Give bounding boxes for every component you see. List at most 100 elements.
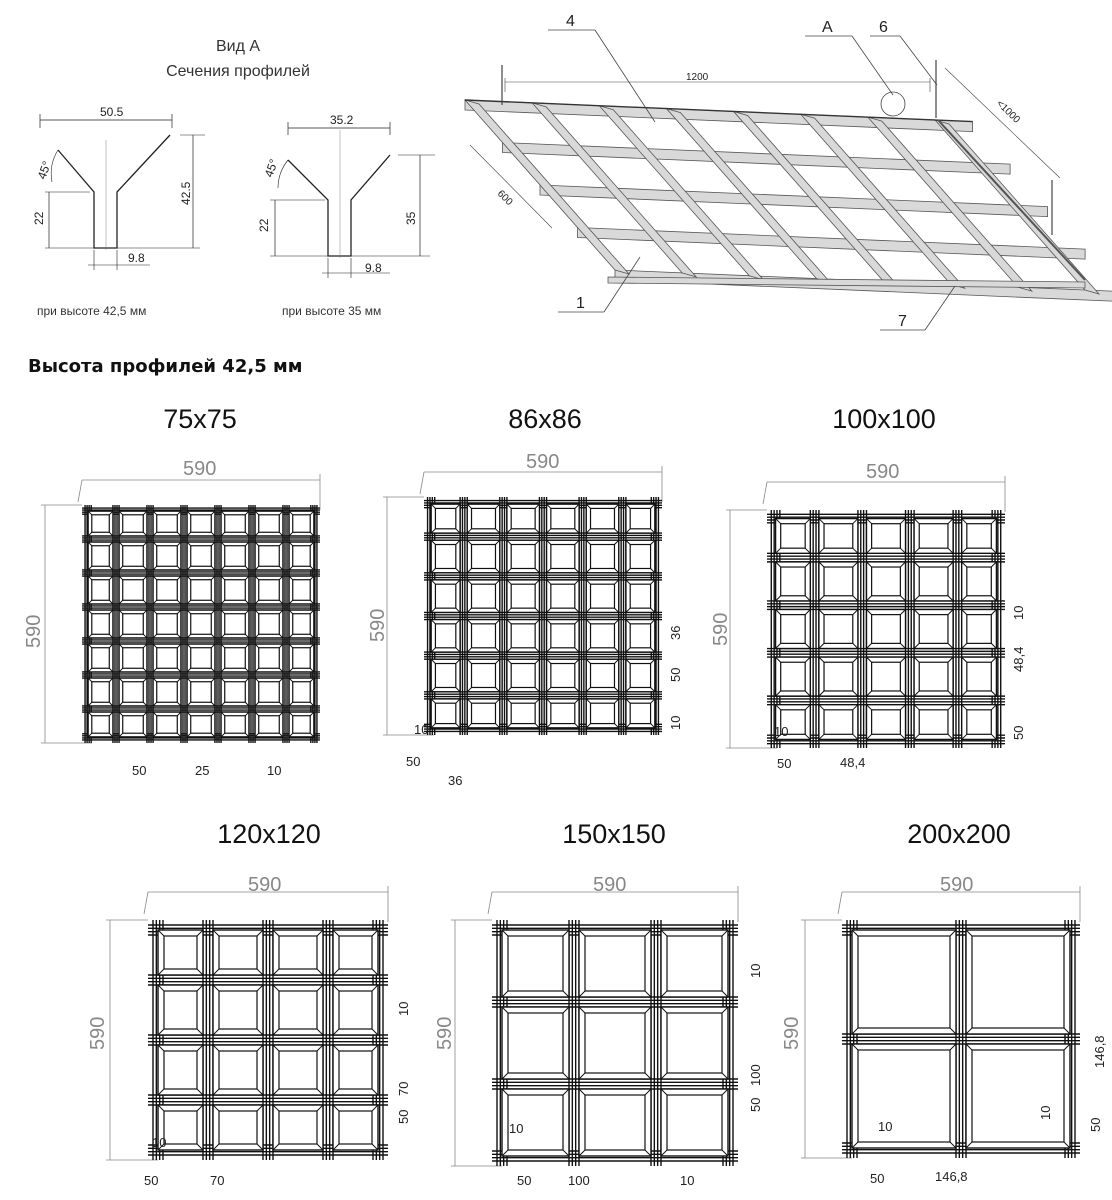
profile-b-section bbox=[270, 122, 435, 278]
cell-bevel bbox=[866, 595, 872, 602]
cell-bevel bbox=[288, 510, 294, 516]
cell-bevel bbox=[495, 723, 501, 729]
cell-inner bbox=[871, 661, 901, 692]
cell-bevel bbox=[196, 1104, 204, 1112]
cell-bevel bbox=[574, 647, 580, 653]
cell-bevel bbox=[961, 561, 968, 568]
cell-bevel bbox=[804, 733, 811, 740]
cell-bevel bbox=[316, 1028, 324, 1036]
cell-bevel bbox=[506, 687, 512, 693]
cell-bevel bbox=[278, 575, 284, 581]
cell-inner bbox=[666, 935, 723, 992]
cell-bevel bbox=[866, 609, 872, 615]
cell-bevel bbox=[852, 733, 859, 740]
cell-bevel bbox=[501, 1149, 509, 1157]
cell-bevel bbox=[562, 929, 570, 937]
cell-bevel bbox=[501, 1088, 509, 1096]
cell-inner bbox=[278, 935, 318, 970]
side-rail bbox=[937, 119, 1086, 281]
cell-bevel bbox=[87, 609, 93, 615]
cell-bevel bbox=[316, 968, 324, 976]
cell-bevel bbox=[625, 619, 631, 625]
cell-inner bbox=[156, 613, 178, 635]
cell-inner bbox=[971, 1049, 1065, 1143]
cell-bevel bbox=[371, 1028, 379, 1036]
cell-bevel bbox=[316, 1143, 324, 1151]
cell-bevel bbox=[142, 711, 148, 717]
cell-bevel bbox=[625, 723, 631, 729]
cell-bevel bbox=[316, 1044, 324, 1052]
cell-bevel bbox=[574, 723, 580, 729]
cell-bevel bbox=[210, 531, 216, 537]
cell-bevel bbox=[176, 701, 182, 707]
cell-inner bbox=[510, 583, 536, 609]
cell-inner bbox=[258, 647, 280, 669]
cell-bevel bbox=[534, 619, 540, 625]
cell-bevel bbox=[118, 541, 124, 547]
cell-inner bbox=[163, 990, 198, 1030]
cell-bevel bbox=[309, 541, 315, 547]
cell-bevel bbox=[254, 575, 260, 581]
dim-line-top-start bbox=[487, 891, 493, 915]
cell-bevel bbox=[244, 643, 250, 649]
cell-bevel bbox=[332, 1104, 340, 1112]
cross-profile bbox=[530, 102, 698, 278]
cell-bevel bbox=[278, 643, 284, 649]
cell-bevel bbox=[87, 565, 93, 571]
cell-bevel bbox=[546, 698, 552, 704]
cell-inner bbox=[550, 662, 576, 689]
cell-bevel bbox=[108, 732, 114, 738]
dim-86-e: 50 bbox=[406, 754, 420, 769]
cell-bevel bbox=[210, 677, 216, 683]
cell-bevel bbox=[430, 539, 436, 545]
grid-size-side-75: 590 bbox=[23, 615, 45, 648]
cell-bevel bbox=[534, 723, 540, 729]
cell-bevel bbox=[87, 575, 93, 581]
dim-left-b: 22 bbox=[257, 218, 271, 232]
profile-b-labels: 35.2 45° 22 35 9.8 bbox=[257, 113, 418, 275]
cell-bevel bbox=[466, 698, 472, 704]
cell-bevel bbox=[562, 1149, 570, 1157]
cell-bevel bbox=[220, 633, 226, 639]
cell-bevel bbox=[254, 541, 260, 547]
cell-bevel bbox=[546, 647, 552, 653]
cell-bevel bbox=[775, 656, 782, 663]
cell-bevel bbox=[866, 518, 872, 525]
cell-bevel bbox=[176, 667, 182, 673]
cell-bevel bbox=[585, 698, 591, 704]
cell-inner bbox=[292, 579, 311, 601]
cell-bevel bbox=[212, 968, 220, 976]
cell-bevel bbox=[625, 607, 631, 613]
cell-inner bbox=[91, 647, 110, 669]
cell-bevel bbox=[546, 579, 552, 585]
cell-bevel bbox=[900, 733, 906, 740]
cell-bevel bbox=[210, 732, 216, 738]
cell-inner bbox=[338, 990, 373, 1030]
cell-bevel bbox=[196, 1143, 204, 1151]
cell-bevel bbox=[371, 1143, 379, 1151]
cell-bevel bbox=[272, 1143, 280, 1151]
cell-bevel bbox=[534, 607, 540, 613]
cell-inner bbox=[629, 702, 652, 725]
cell-bevel bbox=[495, 528, 501, 534]
cell-bevel bbox=[818, 690, 825, 697]
cell-inner bbox=[292, 613, 311, 635]
cell-inner bbox=[122, 681, 144, 703]
cell-bevel bbox=[278, 541, 284, 547]
cell-inner bbox=[470, 623, 497, 649]
cell-bevel bbox=[466, 723, 472, 729]
dim-line-top-start bbox=[762, 481, 768, 505]
cell-bevel bbox=[990, 704, 997, 711]
dim-200-b: 10 bbox=[1038, 1106, 1053, 1120]
section-title: Высота профилей 42,5 мм bbox=[28, 356, 303, 377]
dim-100-c: 50 bbox=[1011, 726, 1026, 740]
cell-bevel bbox=[118, 677, 124, 683]
cell-bevel bbox=[371, 1044, 379, 1052]
cell-inner bbox=[780, 709, 806, 735]
cell-bevel bbox=[721, 1088, 729, 1096]
grid-size-side-100: 590 bbox=[710, 613, 732, 646]
cell-bevel bbox=[309, 609, 315, 615]
cell-bevel bbox=[212, 929, 220, 937]
cell-bevel bbox=[614, 568, 620, 574]
cell-inner bbox=[122, 514, 144, 533]
